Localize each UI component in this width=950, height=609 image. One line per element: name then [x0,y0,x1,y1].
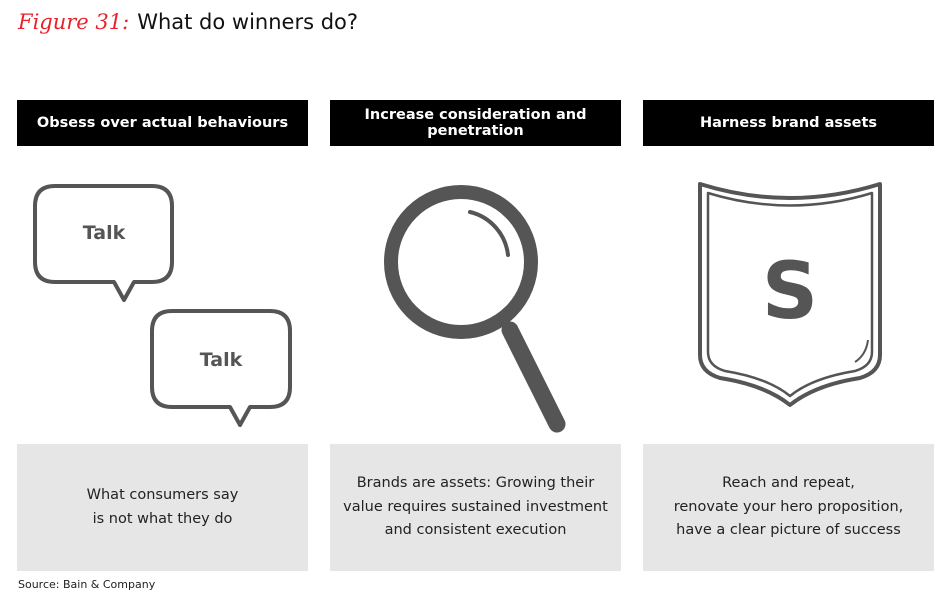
shield-icon: S [698,182,882,407]
column-caption-2: Brands are assets: Growing their value r… [330,444,621,571]
column-caption-3: Reach and repeat, renovate your hero pro… [643,444,934,571]
speech-bubbles-icon: Talk Talk [33,184,292,427]
magnifying-glass-icon [384,185,566,433]
bubble-text-1: Talk [83,222,126,244]
column-header-3: Harness brand assets [643,100,934,146]
column-header-1: Obsess over actual behaviours [17,100,308,146]
column-header-2: Increase consideration and penetration [330,100,621,146]
shield-letter: S [762,247,818,337]
speech-bubble-1 [33,184,174,302]
figure-title-text: What do winners do? [137,10,359,34]
figure-title: Figure 31: What do winners do? [18,10,358,34]
figure-label: Figure 31: [18,10,130,34]
speech-bubble-2 [150,309,292,427]
column-caption-1: What consumers say is not what they do [17,444,308,571]
source-note: Source: Bain & Company [18,578,156,591]
bubble-text-2: Talk [200,349,243,371]
